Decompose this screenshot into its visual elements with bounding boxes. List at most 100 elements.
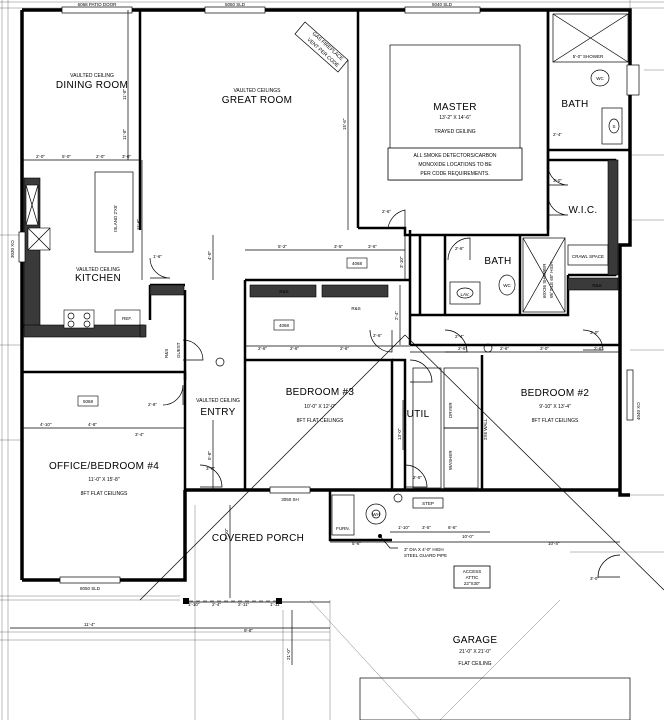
dim-30: 2'-8" [413,475,422,480]
washer-label: WASHER [448,450,453,470]
bedroom3-size: 10'-0" X 12'-0" [304,404,336,410]
dim-40: 1'-11" [270,602,282,607]
smoke-detectors [215,343,493,503]
door-4068-tag: 4068 [279,323,290,328]
dim-5: 11'-8" [122,88,127,100]
dim-41: 11'-4" [84,622,96,627]
shower2-note-1: 60X36 SHOWER [542,263,547,298]
half-wall-label: 2X6 WALL [483,418,488,440]
sink-label: S [612,124,615,129]
attic-note-2: ATTIC [466,575,479,580]
entry-label: ENTRY [200,407,235,418]
dim-20: 2'-6" [458,346,467,351]
office-size: 11'-0" X 15'-8" [88,477,119,483]
rs-label-2: R&S [351,306,360,311]
guard-pipe-1: 3" DIA X 4'-0" HIGH [404,547,444,552]
smoke-note: ALL SMOKE DETECTORS/CARBON MONOXIDE LOCA… [387,147,523,181]
dim-13: 2'-4" [553,132,562,137]
dim-38: 2'-4" [212,602,221,607]
office-label: OFFICE/BEDROOM #4 [49,461,159,472]
dim-37: 1'-10" [188,602,200,607]
ref-label: REF. [122,316,132,321]
bedroom2-label: BEDROOM #2 [521,388,590,399]
great-ceiling: VAULTED CEILINGS [233,88,281,94]
window-5050-label: 5050 SLD [225,2,246,7]
dim-48: 13'-0" [397,428,402,440]
attic-note-3: 22"X30" [464,581,481,586]
dim-8: 3'-5" [334,244,343,249]
island-label: ISLAND 2'X5' [113,205,118,232]
dim-33: 6'-6" [448,525,457,530]
attic-note-1: ACCESS [463,569,482,574]
rs-label-4: R&S [164,349,169,358]
entry-ceiling: VAULTED CEILING [196,398,240,404]
dim-16: 2'-4" [455,334,464,339]
dim-52: 11'-8" [122,128,127,140]
kitchen-ceiling: VAULTED CEILING [76,267,120,273]
dim-34: 5'-6" [352,541,361,546]
dim-28: 3'-4" [135,432,144,437]
garage-ceiling: FLAT CEILING [458,661,491,667]
dim-14: 3'-0" [553,178,562,183]
dim-18: 2'-6" [290,346,299,351]
guard-pipe-2: STEEL GUARD PIPE [404,553,447,558]
rs-label-3: R&S [592,283,601,288]
util-label: UTIL [407,409,430,420]
garage-size: 21'-0" X 21'-0" [459,649,491,655]
window-patio-label: 6068 PATIO DOOR [78,2,118,7]
garage-label: GARAGE [453,635,498,646]
kitchen-counters [23,159,619,338]
dim-11: 2'-6" [382,209,391,214]
dimension-lines [10,10,620,665]
dim-12: 2'-6" [455,246,464,251]
dim-7: 5'-2" [278,244,287,249]
dim-47: 3'-10" [399,256,404,268]
shower-label: 5'-0" SHOWER [573,54,604,59]
master-label: MASTER [433,102,476,113]
smoke-note-3: PER CODE REQUIREMENTS. [420,171,489,177]
dim-25: 2'-8" [148,402,157,407]
dim-24: 3'-0" [590,330,599,335]
dim-26: 4'-10" [40,422,52,427]
dim-1: 2'-0" [36,154,45,159]
dim-6: 15'-6" [342,118,347,130]
door-tags: 5068 4068 4068 [77,257,368,407]
dim-32: 3'-5" [422,525,431,530]
dimension-labels: 2'-0" 5'-0" 2'-0" 3'-0" 11'-8" 15'-6" 5'… [36,88,603,660]
shower2-note-2: W/ TILE 60" HIGH [549,261,554,298]
kitchen-island [94,171,134,253]
door-4068b-tag: 4068 [352,261,363,266]
guest-label: GUEST [176,342,181,358]
window-5040-label: 5040 SLD [432,2,453,7]
bath2-label: BATH [484,256,511,267]
furn-label: FURN. [336,526,350,531]
master-size: 13'-2" X 14'-6" [439,115,471,121]
dim-42: 9'-8" [244,628,253,633]
great-room-label: GREAT ROOM [222,95,292,106]
wc2-label: WC [503,283,511,288]
smoke-note-2: MONOXIDE LOCATIONS TO BE [418,162,492,168]
dim-39: 2'-11" [238,602,250,607]
window-8050-label: 8050 SLD [80,586,101,591]
gas-fireplace: GAS FIREPLACE VENT PER CODE [294,21,349,73]
dim-49: 5'-8" [207,451,212,460]
rs-label-1: R&S [279,289,288,294]
dining-room-label: DINING ROOM [56,80,128,91]
master-ceiling: TRAYED CEILING [434,129,475,135]
window-3050sh-label: 3050 SH [281,497,299,502]
bedroom3-label: BEDROOM #3 [286,387,355,398]
dim-9: 3'-6" [368,244,377,249]
fixture-labels: 5'-0" SHOWER ISLAND 2'X5' REF. GUEST R&S… [113,54,616,531]
dim-4: 3'-0" [122,154,131,159]
dim-43: 21'-0" [286,648,291,660]
exterior-walls [20,8,632,582]
window-labels: 6068 PATIO DOOR 5050 SLD 5040 SLD 3030 X… [10,2,641,591]
door-5068-tag: 5068 [83,399,94,404]
dim-51: 10'-0" [462,534,474,539]
wc-label: WC [596,76,604,81]
dim-23: 2'-6" [594,346,603,351]
dim-21: 2'-6" [500,346,509,351]
attic-note: ACCESS ATTIC 22"X30" [453,565,491,589]
dim-29: 3'-0" [206,466,215,471]
